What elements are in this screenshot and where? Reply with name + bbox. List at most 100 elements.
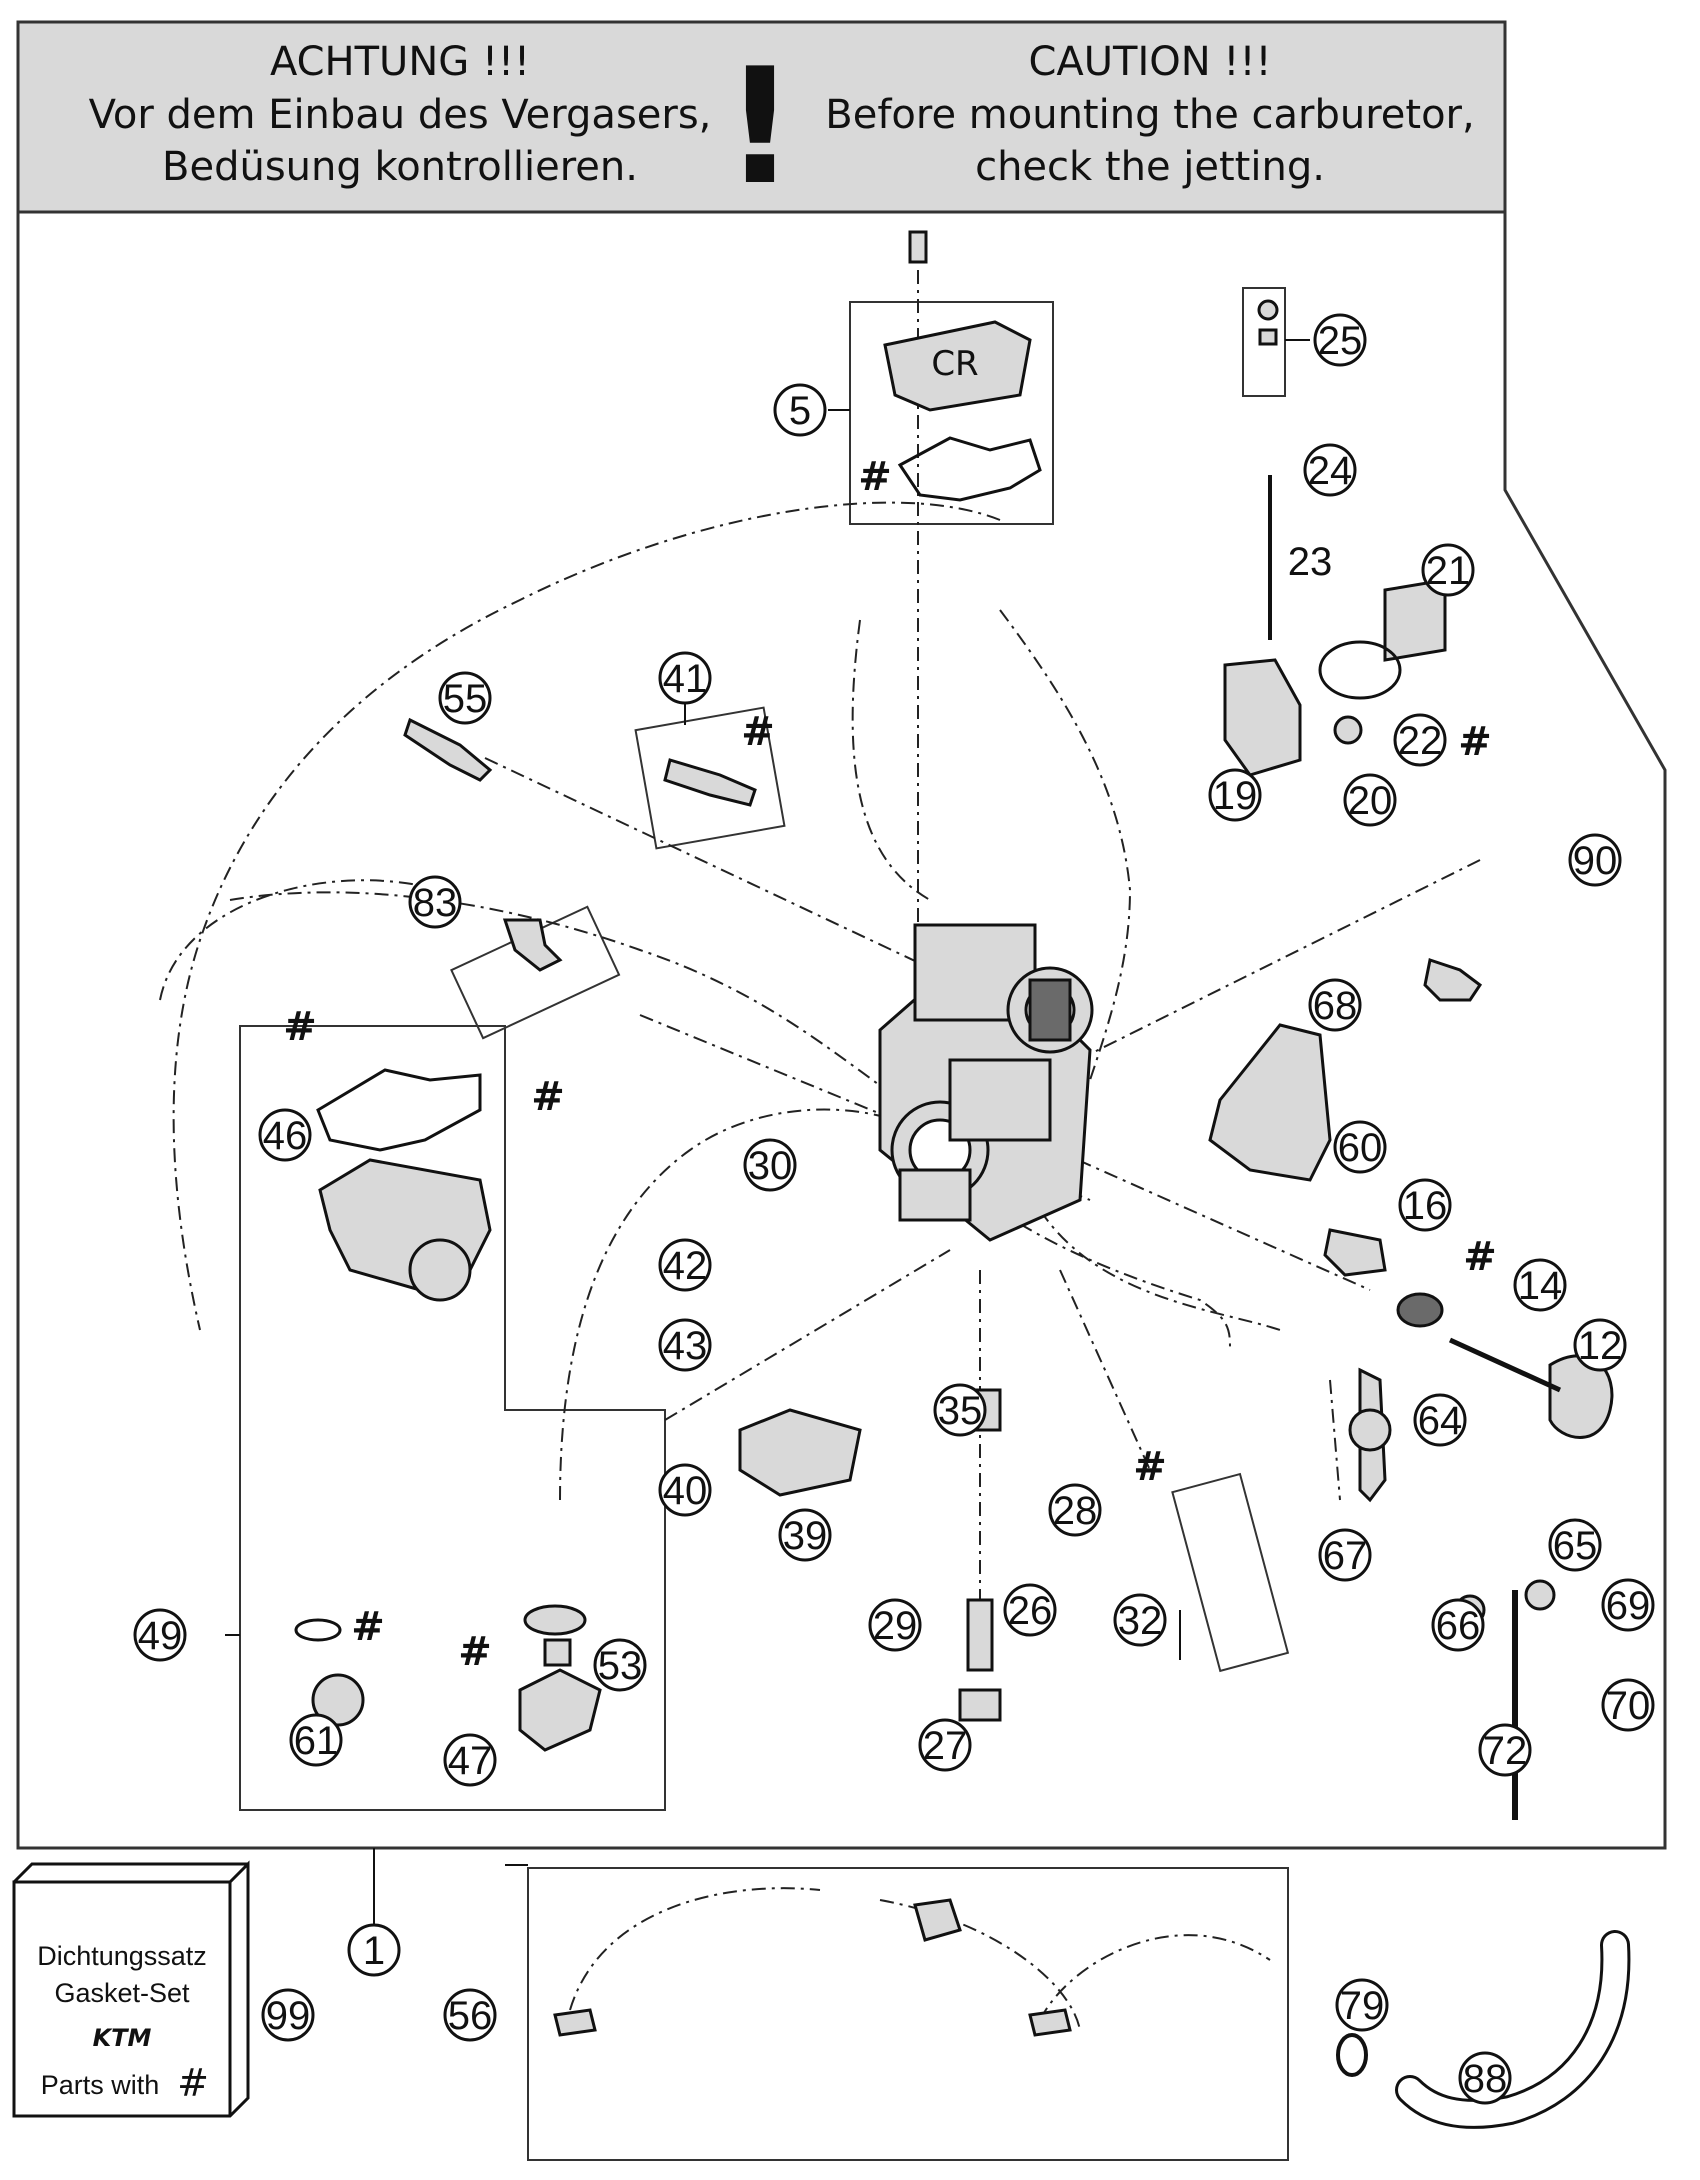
svg-text:69: 69 [1606, 1584, 1651, 1628]
svg-text:29: 29 [873, 1604, 918, 1648]
svg-text:20: 20 [1348, 779, 1393, 823]
carburetor-body [878, 923, 1094, 1242]
svg-text:79: 79 [1340, 1984, 1385, 2028]
gasket-set-line1: Dichtungssatz [37, 1941, 207, 1971]
callout-72: 72 [1478, 1723, 1532, 1777]
callout-40: 40 [658, 1463, 712, 1517]
callout-49: 49 [133, 1608, 187, 1662]
callout-41: 41 [658, 651, 712, 705]
callout-12: 12 [1573, 1318, 1627, 1372]
hose-kit-clip-left [553, 2008, 597, 2037]
jet-frame [1171, 1472, 1290, 1673]
gasket-set-mark: # [177, 2061, 209, 2105]
svg-text:22: 22 [1398, 719, 1443, 763]
svg-text:66: 66 [1436, 1604, 1481, 1648]
sensor-frame [1242, 287, 1286, 397]
callout-55: 55 [438, 671, 492, 725]
svg-text:35: 35 [938, 1389, 983, 1433]
svg-text:21: 21 [1426, 549, 1471, 593]
cover-screw [908, 230, 928, 264]
svg-text:1: 1 [363, 1929, 385, 1973]
svg-text:88: 88 [1463, 2057, 1508, 2101]
svg-text:83: 83 [413, 881, 458, 925]
drain-plug [311, 1673, 365, 1727]
callout-66: 66 [1431, 1598, 1485, 1652]
callout-14: 14 [1513, 1258, 1567, 1312]
svg-text:12: 12 [1578, 1324, 1623, 1368]
callout-56: 56 [443, 1988, 497, 2042]
callout-16: 16 [1398, 1178, 1452, 1232]
svg-text:26: 26 [1008, 1589, 1053, 1633]
svg-text:43: 43 [663, 1324, 708, 1368]
throttle-spring [1396, 1292, 1444, 1328]
hose-clamp [1336, 2033, 1368, 2077]
svg-text:40: 40 [663, 1469, 708, 1513]
callout-88: 88 [1458, 2051, 1512, 2105]
fuel-screw [403, 717, 493, 782]
callout-19: 19 [1208, 768, 1262, 822]
svg-text:68: 68 [1313, 984, 1358, 1028]
cover-gasket [897, 436, 1042, 502]
caution-de-title: ACHTUNG !!! [270, 39, 530, 85]
callout-32: 32 [1113, 1593, 1167, 1647]
svg-text:5: 5 [789, 389, 811, 433]
idle-speed-lever [1323, 1228, 1387, 1277]
hash-jet: # [1133, 1444, 1167, 1490]
hash-cover-gasket: # [858, 454, 892, 500]
svg-text:39: 39 [783, 1514, 828, 1558]
accelerator-pump [518, 1668, 602, 1752]
callout-24: 24 [1303, 443, 1357, 497]
svg-text:27: 27 [923, 1724, 968, 1768]
svg-text:32: 32 [1118, 1599, 1163, 1643]
float-bowl-gasket [316, 1068, 482, 1152]
idle-adjust-screw [502, 918, 563, 972]
callout-21: 21 [1421, 543, 1475, 597]
hash-idle-screw: # [531, 1074, 565, 1120]
throttle-cable-connector [1423, 958, 1483, 1002]
callout-53: 53 [593, 1638, 647, 1692]
callout-22: 22 [1393, 713, 1447, 767]
hash-pilot-screw: # [741, 709, 775, 755]
pilot-screw-frame [634, 706, 786, 850]
svg-text:28: 28 [1053, 1489, 1098, 1533]
callout-61: 61 [289, 1713, 343, 1767]
svg-text:41: 41 [663, 657, 708, 701]
svg-text:70: 70 [1606, 1684, 1651, 1728]
callout-70: 70 [1601, 1678, 1655, 1732]
callout-39: 39 [778, 1508, 832, 1562]
callout-20: 20 [1343, 773, 1397, 827]
main-frame [16, 20, 1667, 1850]
callout-23: 23 [1288, 540, 1333, 584]
callout-43: 43 [658, 1318, 712, 1372]
svg-text:30: 30 [748, 1144, 793, 1188]
main-jet [966, 1598, 994, 1672]
hash-float-bowl-gasket: # [283, 1004, 317, 1050]
callout-30: 30 [743, 1138, 797, 1192]
callout-65: 65 [1548, 1518, 1602, 1572]
float [738, 1408, 862, 1497]
callout-47: 47 [443, 1733, 497, 1787]
svg-text:61: 61 [294, 1719, 339, 1763]
callout-42: 42 [658, 1238, 712, 1292]
callout-69: 69 [1601, 1578, 1655, 1632]
caution-en-line1: Before mounting the carburetor, [825, 92, 1474, 138]
svg-text:53: 53 [598, 1644, 643, 1688]
svg-text:60: 60 [1338, 1126, 1383, 1170]
ktm-logo: KTM [93, 2024, 152, 2052]
callout-5: 5 [773, 383, 827, 437]
svg-text:55: 55 [443, 677, 488, 721]
svg-text:67: 67 [1323, 1534, 1368, 1578]
callout-83: 83 [408, 875, 462, 929]
cover-logo: CR [931, 344, 978, 384]
callout-26: 26 [1003, 1583, 1057, 1637]
callout-68: 68 [1308, 978, 1362, 1032]
gasket-set-line2: Gasket-Set [54, 1978, 190, 2008]
caution-symbol: ! [724, 33, 797, 220]
hash-pump: # [458, 1629, 492, 1675]
svg-text:16: 16 [1403, 1184, 1448, 1228]
callout-99: 99 [261, 1988, 315, 2042]
hash-oring: # [351, 1604, 385, 1650]
svg-text:19: 19 [1213, 774, 1258, 818]
gasket-set-line3: Parts with [41, 2070, 160, 2100]
